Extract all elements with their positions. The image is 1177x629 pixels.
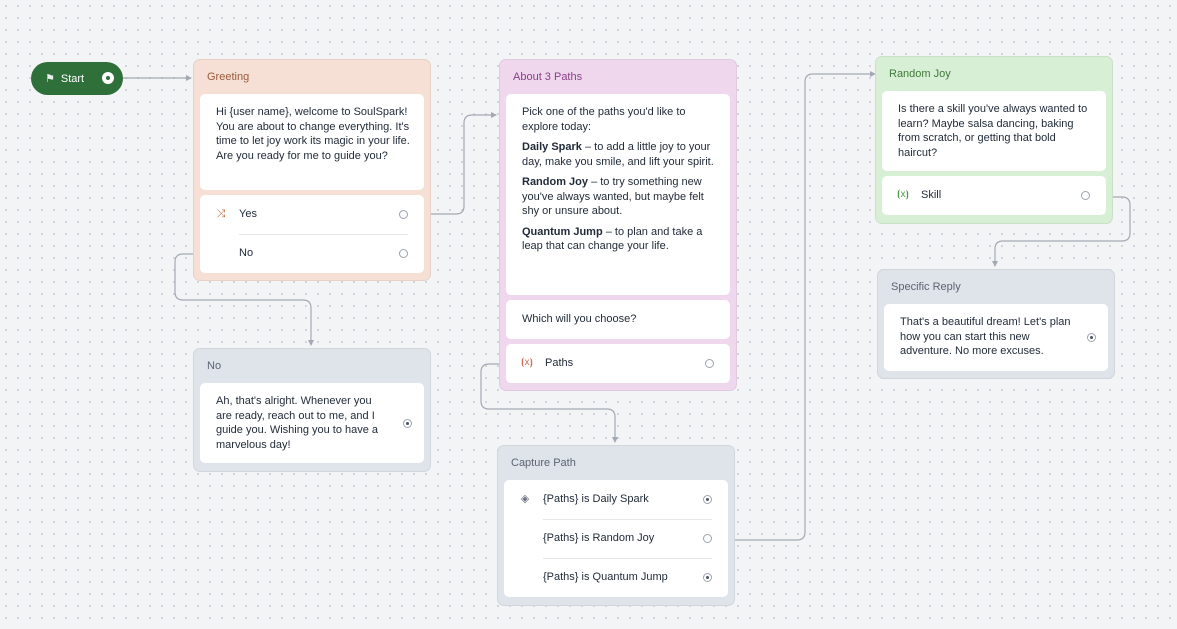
random-joy-message[interactable]: Is there a skill you've always wanted to…: [882, 91, 1106, 171]
capture-variable-icon: ⦗x⦘: [897, 189, 909, 200]
output-port[interactable]: [705, 359, 714, 368]
no-message[interactable]: Ah, that's alright. Whenever you are rea…: [200, 383, 424, 463]
condition-icon: ◈: [520, 493, 530, 505]
node-title: Random Joy: [889, 68, 951, 80]
path-random-joy: Random Joy – to try something new you've…: [522, 175, 716, 219]
path-name: Quantum Jump: [522, 225, 603, 238]
node-title: No: [207, 360, 222, 372]
condition-daily-spark[interactable]: ◈ {Paths} is Daily Spark: [504, 480, 728, 519]
path-quantum-jump: Quantum Jump – to plan and take a leap t…: [522, 225, 716, 254]
no-node[interactable]: No Ah, that's alright. Whenever you are …: [193, 348, 431, 472]
flag-icon: ⚑: [45, 73, 55, 85]
choice-option-yes[interactable]: ⤨ Yes: [200, 195, 424, 234]
random-joy-node[interactable]: Random Joy Is there a skill you've alway…: [875, 56, 1113, 224]
condition-random-joy[interactable]: {Paths} is Random Joy: [504, 519, 728, 558]
arrow-head: [308, 340, 314, 346]
message-text: Hi {user name}, welcome to SoulSpark! Yo…: [216, 106, 410, 162]
condition-label: {Paths} is Daily Spark: [543, 493, 649, 506]
condition-label: {Paths} is Quantum Jump: [543, 571, 668, 584]
capture-paths-row[interactable]: ⦗x⦘ Paths: [506, 344, 730, 383]
condition-label: {Paths} is Random Joy: [543, 532, 655, 545]
specific-reply-node[interactable]: Specific Reply That's a beautiful dream!…: [877, 269, 1115, 379]
output-port[interactable]: [403, 419, 412, 428]
output-port[interactable]: [399, 249, 408, 258]
node-title: Greeting: [207, 71, 250, 83]
path-desc: – to plan and take a leap that can chang…: [522, 225, 703, 253]
branch-icon: ⤨: [216, 208, 226, 220]
path-daily-spark: Daily Spark – to add a little joy to you…: [522, 140, 716, 169]
question-message[interactable]: Which will you choose?: [506, 300, 730, 339]
arrow-head: [612, 437, 618, 443]
choice-options: ⤨ Yes No: [200, 195, 424, 273]
intro-text: Pick one of the paths you'd like to expl…: [522, 106, 686, 133]
capture-label: Paths: [545, 357, 574, 370]
greeting-message[interactable]: Hi {user name}, welcome to SoulSpark! Yo…: [200, 94, 424, 190]
path-name: Random Joy: [522, 176, 589, 188]
capture-variable-icon: ⦗x⦘: [521, 357, 533, 368]
condition-quantum-jump[interactable]: {Paths} is Quantum Jump: [504, 558, 728, 597]
arrow-head: [491, 112, 497, 118]
choice-option-no[interactable]: No: [200, 234, 424, 273]
message-text: That's a beautiful dream! Let's plan how…: [900, 316, 1071, 357]
condition-list: ◈ {Paths} is Daily Spark {Paths} is Rand…: [504, 480, 728, 597]
paths-message[interactable]: Pick one of the paths you'd like to expl…: [506, 94, 730, 295]
arrow-head: [992, 261, 998, 267]
specific-reply-message[interactable]: That's a beautiful dream! Let's plan how…: [884, 304, 1108, 371]
output-port[interactable]: [1087, 333, 1096, 342]
capture-label: Skill: [921, 189, 942, 202]
output-port[interactable]: [1081, 191, 1090, 200]
connector-randomjoy-condition: [727, 73, 872, 541]
capture-row-container: ⦗x⦘ Paths: [506, 344, 730, 383]
output-port[interactable]: [399, 210, 408, 219]
capture-path-node[interactable]: Capture Path ◈ {Paths} is Daily Spark {P…: [497, 445, 735, 606]
arrow-head: [186, 75, 192, 81]
path-desc: – to add a little joy to your day, make …: [522, 141, 714, 168]
message-text: Which will you choose?: [522, 313, 637, 325]
output-port[interactable]: [703, 534, 712, 543]
greeting-node[interactable]: Greeting Hi {user name}, welcome to Soul…: [193, 59, 431, 281]
node-title: Specific Reply: [891, 281, 961, 293]
path-name: Daily Spark: [522, 141, 582, 153]
node-title: Capture Path: [511, 457, 576, 469]
connector-yes-about: [424, 114, 493, 215]
about-paths-node[interactable]: About 3 Paths Pick one of the paths you'…: [499, 59, 737, 391]
node-title: About 3 Paths: [513, 71, 583, 83]
capture-skill-row[interactable]: ⦗x⦘ Skill: [882, 176, 1106, 215]
start-output-port[interactable]: [102, 72, 114, 84]
path-desc: – to try something new you've always wan…: [522, 176, 704, 217]
start-node[interactable]: ⚑ Start: [31, 62, 123, 95]
output-port[interactable]: [703, 495, 712, 504]
option-label: No: [239, 247, 254, 260]
option-label: Yes: [239, 208, 257, 221]
output-port[interactable]: [703, 573, 712, 582]
message-text: Ah, that's alright. Whenever you are rea…: [216, 395, 379, 451]
start-label: Start: [60, 72, 85, 85]
message-text: Is there a skill you've always wanted to…: [898, 103, 1088, 159]
capture-row-container: ⦗x⦘ Skill: [882, 176, 1106, 215]
